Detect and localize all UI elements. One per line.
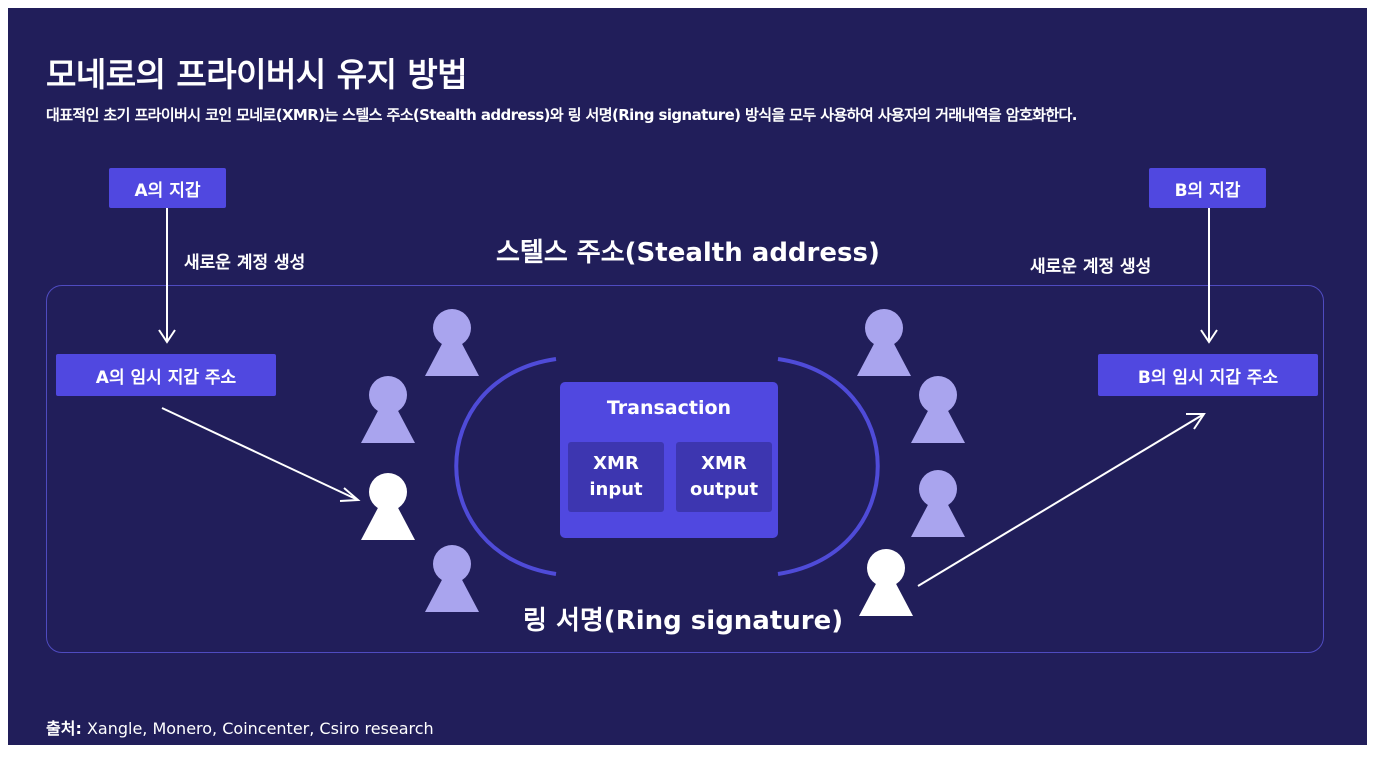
page-subtitle: 대표적인 초기 프라이버시 코인 모네로(XMR)는 스텔스 주소(Stealt… (46, 106, 1077, 124)
source-prefix: 출처: (46, 719, 82, 738)
person-icon (857, 309, 911, 376)
ring-signature-panel (46, 285, 1324, 653)
temp-wallet-b-box: B의 임시 지갑 주소 (1098, 354, 1318, 396)
person-icon (425, 545, 479, 612)
transaction-box: Transaction XMR input XMR output (560, 382, 778, 538)
source-note: 출처: Xangle, Monero, Coincenter, Csiro re… (46, 715, 434, 739)
page-title: 모네로의 프라이버시 유지 방법 (46, 55, 468, 94)
person-icon (859, 549, 913, 616)
transaction-title: Transaction (606, 397, 732, 419)
arrow-down-icon (158, 208, 176, 344)
stealth-address-label: 스텔스 주소(Stealth address) (496, 238, 880, 268)
diagram-graphics (158, 208, 1218, 616)
ring-signature-label: 링 서명(Ring signature) (523, 606, 844, 636)
person-icon (911, 470, 965, 537)
new-account-label-a: 새로운 계정 생성 (184, 253, 306, 273)
arrow-diagonal-icon (917, 413, 1206, 587)
temp-wallet-a-box: A의 임시 지갑 주소 (56, 354, 276, 396)
ring-arc-right (777, 357, 880, 576)
person-icon (911, 376, 965, 443)
wallet-a-box: A의 지갑 (109, 168, 226, 208)
person-icon (361, 376, 415, 443)
arrow-diagonal-icon (161, 407, 361, 502)
xmr-output-cell: XMR output (676, 442, 772, 512)
person-icon (361, 473, 415, 540)
person-icon (425, 309, 479, 376)
new-account-label-b: 새로운 계정 생성 (1030, 257, 1152, 277)
source-text: Xangle, Monero, Coincenter, Csiro resear… (86, 719, 434, 738)
ring-arc-left (454, 357, 557, 576)
diagram-canvas: 모네로의 프라이버시 유지 방법 대표적인 초기 프라이버시 코인 모네로(XM… (8, 8, 1367, 745)
arrow-down-icon (1200, 208, 1218, 344)
xmr-input-cell: XMR input (568, 442, 664, 512)
wallet-b-box: B의 지갑 (1149, 168, 1266, 208)
